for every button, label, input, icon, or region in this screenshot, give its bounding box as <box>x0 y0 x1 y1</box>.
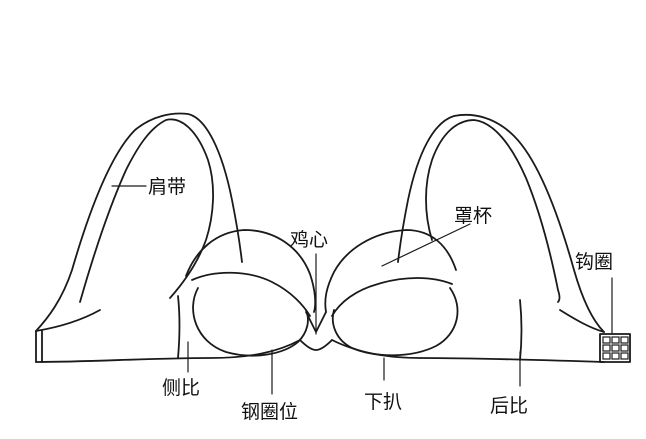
right-back-seam <box>519 299 523 361</box>
leader-cup <box>381 223 471 267</box>
left-wire-channel <box>192 287 309 357</box>
left-half <box>35 112 317 363</box>
left-band-end <box>35 330 43 363</box>
callout-labels: 肩带 罩杯 鸡心 钩圈 侧比 钢圈位 下扒 后比 <box>148 176 613 423</box>
left-side-seam <box>177 295 181 359</box>
right-band-lower <box>331 339 605 363</box>
left-cup-inner <box>191 271 311 317</box>
right-half <box>324 113 605 363</box>
right-strap-lining <box>425 119 561 303</box>
label-shoulder-strap: 肩带 <box>148 176 186 198</box>
label-side-panel: 侧比 <box>162 377 200 399</box>
left-cup-outline <box>185 229 317 313</box>
label-lower-band: 下扒 <box>364 391 402 413</box>
leader-lines <box>111 185 613 395</box>
left-strap-lining <box>79 118 214 303</box>
label-cup: 罩杯 <box>454 205 492 227</box>
right-cup-inner <box>331 277 453 317</box>
right-wire-channel <box>331 287 459 357</box>
right-band-upper <box>559 309 605 333</box>
left-band-lower <box>35 339 301 363</box>
label-hook-eye: 钩圈 <box>575 251 613 273</box>
right-cup-outline <box>324 229 457 313</box>
label-back-band: 后比 <box>490 395 528 417</box>
left-strap-outline <box>35 112 243 332</box>
label-wire-channel: 钢圈位 <box>241 401 298 423</box>
right-strap-outline <box>397 113 605 333</box>
left-band-upper <box>35 309 101 332</box>
hook-eye-closure <box>599 333 631 363</box>
label-center-gore: 鸡心 <box>290 229 328 251</box>
